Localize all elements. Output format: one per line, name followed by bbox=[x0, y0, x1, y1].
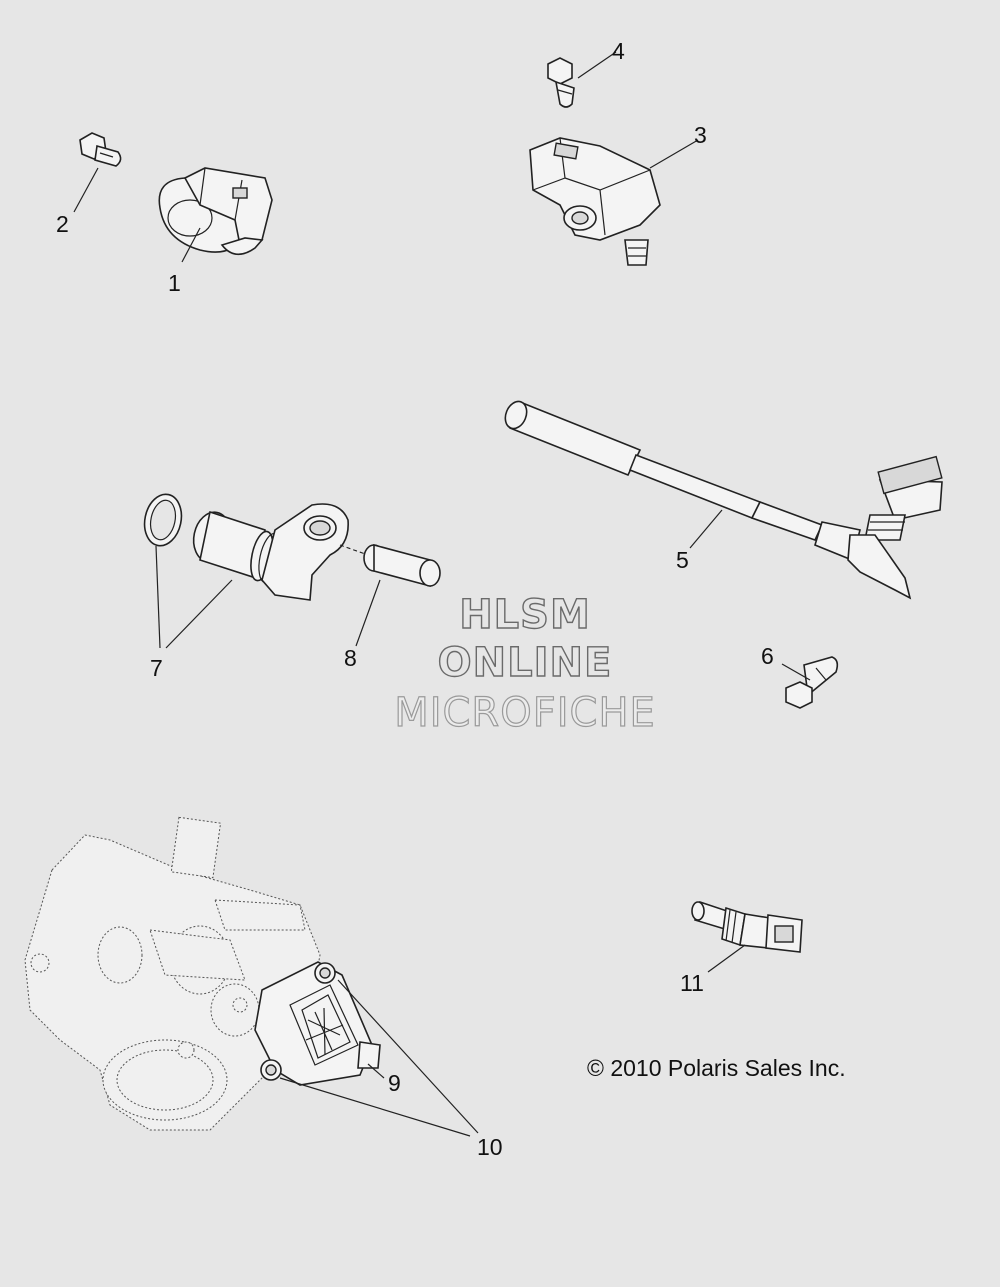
flange-bolt-icon-part-4 bbox=[547, 57, 575, 108]
callout-11: 11 bbox=[680, 970, 704, 996]
callout-5: 5 bbox=[676, 547, 689, 573]
speed-sensor-cable-icon-part-5 bbox=[504, 400, 943, 600]
bushing-icon-part-8 bbox=[363, 543, 441, 588]
copyright-notice: © 2010 Polaris Sales Inc. bbox=[587, 1055, 846, 1081]
temperature-sensor-icon-part-11 bbox=[691, 900, 803, 953]
watermark-line-3: MICROFICHE bbox=[394, 689, 656, 736]
callout-2: 2 bbox=[56, 211, 69, 237]
callout-8: 8 bbox=[344, 645, 357, 671]
watermark-line-1: HLSM bbox=[459, 591, 591, 638]
map-sensor-icon-part-3 bbox=[529, 137, 661, 266]
sensor-connector-icon-part-1 bbox=[158, 167, 273, 256]
throttle-position-sensor-icon-part-9 bbox=[254, 961, 381, 1086]
callout-4: 4 bbox=[612, 38, 625, 64]
sensor-with-o-ring-icon-part-7 bbox=[143, 493, 349, 601]
flange-bolt-icon-part-2 bbox=[79, 132, 122, 167]
flange-bolt-icon-part-6 bbox=[785, 656, 839, 709]
throttle-body-icon bbox=[24, 816, 321, 1131]
callout-7: 7 bbox=[150, 655, 163, 681]
callout-6: 6 bbox=[761, 643, 774, 669]
callout-1: 1 bbox=[168, 270, 181, 296]
callout-9: 9 bbox=[388, 1070, 401, 1096]
callout-3: 3 bbox=[694, 122, 707, 148]
callout-10: 10 bbox=[477, 1134, 503, 1160]
watermark-line-2: ONLINE bbox=[437, 639, 613, 686]
